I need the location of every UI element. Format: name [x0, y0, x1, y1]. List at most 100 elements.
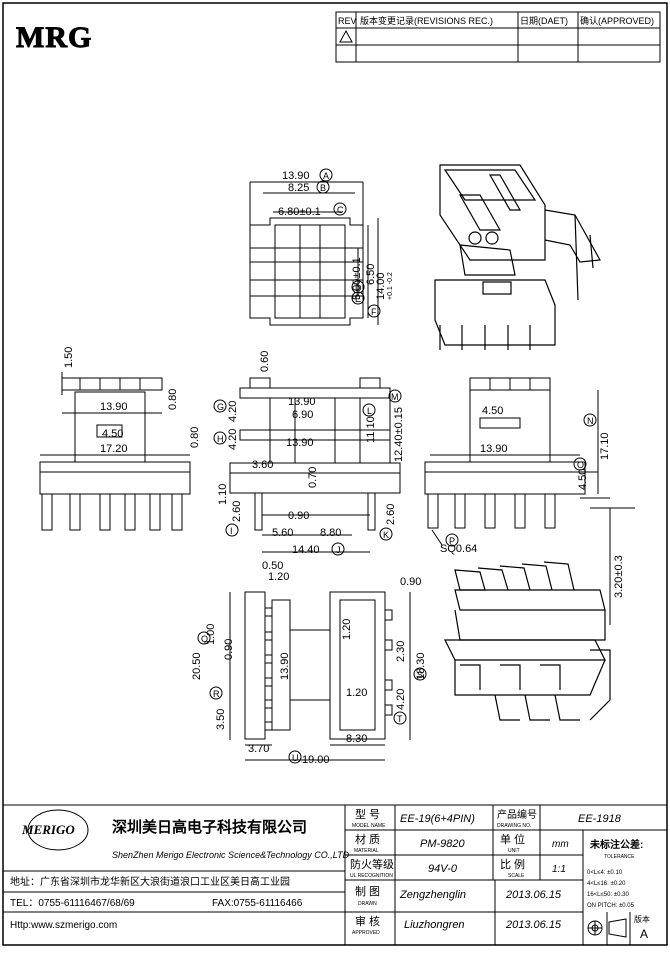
material-label-en: MATERIAL	[354, 848, 379, 854]
top-dim-4: 5.00±0.1	[351, 257, 363, 300]
bottom-dim-2: 1.20	[268, 571, 289, 583]
markers-front	[213, 389, 402, 556]
bottom-view	[229, 591, 411, 761]
top-dim-3: 6.80±0.1	[278, 206, 321, 218]
front-dim-16: 2.60	[385, 504, 397, 525]
marker-h: H	[217, 434, 224, 444]
left-dim-4: 4.50	[102, 428, 123, 440]
left-dim-3: 0.80	[167, 389, 179, 410]
left-dim-1: 1.50	[63, 347, 75, 368]
bottom-dim-13: 4.20	[395, 689, 407, 710]
tol-row-1: 4<L≤16: ±0.20	[587, 881, 626, 887]
marker-j: J	[336, 545, 341, 555]
bottom-dim-16: 19.00	[302, 754, 330, 766]
marker-d: D	[355, 283, 362, 293]
projection-symbol-icon	[587, 918, 627, 938]
unit-label-en: UNIT	[508, 848, 520, 854]
left-dim-5: 0.80	[189, 427, 201, 448]
front-dim-13: 0.90	[288, 510, 309, 522]
revision-table: REV 版本变更记录(REVISIONS REC.) 日期(DAET) 确认(A…	[335, 11, 661, 63]
marker-g: G	[217, 402, 224, 412]
tolerance-en: TOLERANCE	[604, 854, 635, 860]
bottom-dim-7: 3.50	[215, 709, 227, 730]
approved-value: Liuzhongren	[404, 919, 465, 931]
http: Http:www.szmerigo.com	[10, 920, 117, 931]
pin-sq-leader	[431, 529, 443, 546]
marker-b: B	[320, 183, 326, 193]
marker-u: U	[292, 753, 299, 763]
rev-header: REV	[338, 16, 357, 26]
bottom-dim-4: 1.00	[205, 624, 217, 645]
right-dim-4: 4.50	[577, 469, 589, 490]
left-dim-2: 13.90	[100, 401, 128, 413]
drawing-no-label-en: DRAWING NO.	[497, 823, 531, 829]
scale-label: 比 例	[500, 857, 525, 871]
marker-k: K	[383, 530, 389, 540]
marker-m: M	[391, 392, 399, 402]
model-label-en: MODEL NAME	[352, 823, 386, 829]
marker-l: L	[367, 406, 372, 416]
bottom-dim-10: 2.30	[395, 641, 407, 662]
drawn-date: 2013.06.15	[505, 889, 562, 901]
material-value: PM-9820	[420, 838, 466, 850]
bottom-dim-9: 1.20	[341, 619, 353, 640]
left-dim-6: 17.20	[100, 443, 128, 455]
top-dim-5: 6.50	[365, 264, 377, 285]
company-en: ShenZhen Merigo Electronic Science&Techn…	[112, 850, 350, 860]
bottom-dim-3: 0.90	[400, 576, 421, 588]
markers-right	[445, 413, 597, 547]
address: 地址：广东省深圳市龙华新区大浪街道浪口工业区美日高工业园	[10, 875, 290, 888]
front-dim-6: 13.90	[286, 437, 314, 449]
marker-e: E	[355, 294, 361, 304]
version-value: A	[640, 927, 648, 941]
marker-f: F	[371, 307, 377, 317]
tol-row-2: 16<L≤50: ±0.30	[587, 892, 629, 898]
rev-triangle-icon	[339, 29, 353, 43]
fire-value: 94V-0	[428, 863, 458, 875]
front-dim-17: 14.40	[292, 544, 320, 556]
markers-bottom	[197, 631, 427, 764]
bottom-dim-8: 13.90	[279, 652, 291, 680]
approved-date: 2013.06.15	[505, 919, 562, 931]
front-view	[229, 377, 401, 553]
version-label: 版本	[634, 914, 650, 924]
bottom-dim-5: 0.90	[223, 639, 235, 660]
date-header: 日期(DAET)	[520, 16, 568, 26]
marker-c: C	[337, 205, 344, 215]
marker-q: Q	[201, 634, 208, 644]
bottom-dim-1: 0.50	[262, 560, 283, 572]
bottom-dim-6: 20.50	[191, 652, 203, 680]
merigo-logo-text: MERIGO	[21, 822, 75, 837]
tol-row-3: ON PITCH: ±0.05	[587, 903, 635, 909]
front-dim-5: 4.20	[227, 429, 239, 450]
model-value: EE-19(6+4PIN)	[400, 813, 475, 825]
model-label: 型 号	[355, 807, 380, 821]
front-dim-14: 5.60	[272, 527, 293, 539]
fire-label-en: UL RECOGNITION	[350, 873, 393, 879]
mrg-logo-text: MRG	[16, 21, 92, 54]
unit-label: 单 位	[500, 832, 525, 846]
approved-header: 确认(APPROVED)	[580, 15, 654, 26]
approved-label-en: APPROVED	[352, 930, 380, 936]
bottom-dim-11: 18.30	[415, 652, 427, 680]
tel: TEL：0755-61116467/68/69	[10, 898, 135, 909]
unit-value: mm	[552, 839, 569, 850]
front-dim-15: 8.80	[320, 527, 341, 539]
left-view	[39, 372, 191, 531]
merigo-logo: MERIGO	[21, 809, 89, 851]
front-dim-8: 0.70	[307, 467, 319, 488]
drawn-value: Zengzhenglin	[399, 889, 466, 901]
front-dim-12: 2.60	[231, 501, 243, 522]
bottom-dim-14: 3.70	[248, 743, 269, 755]
top-dim-1: 13.90	[282, 170, 310, 182]
iso-view-top	[434, 164, 601, 350]
markers-top	[316, 168, 381, 318]
drawing-no-label: 产品编号	[497, 808, 537, 821]
material-label: 材 质	[355, 832, 380, 846]
scale-label-en: SCALE	[508, 873, 525, 879]
marker-o: O	[577, 460, 584, 470]
drawn-label: 制 图	[355, 885, 380, 898]
iso-view-bottom	[444, 561, 611, 721]
front-dim-7: 3.60	[252, 459, 273, 471]
